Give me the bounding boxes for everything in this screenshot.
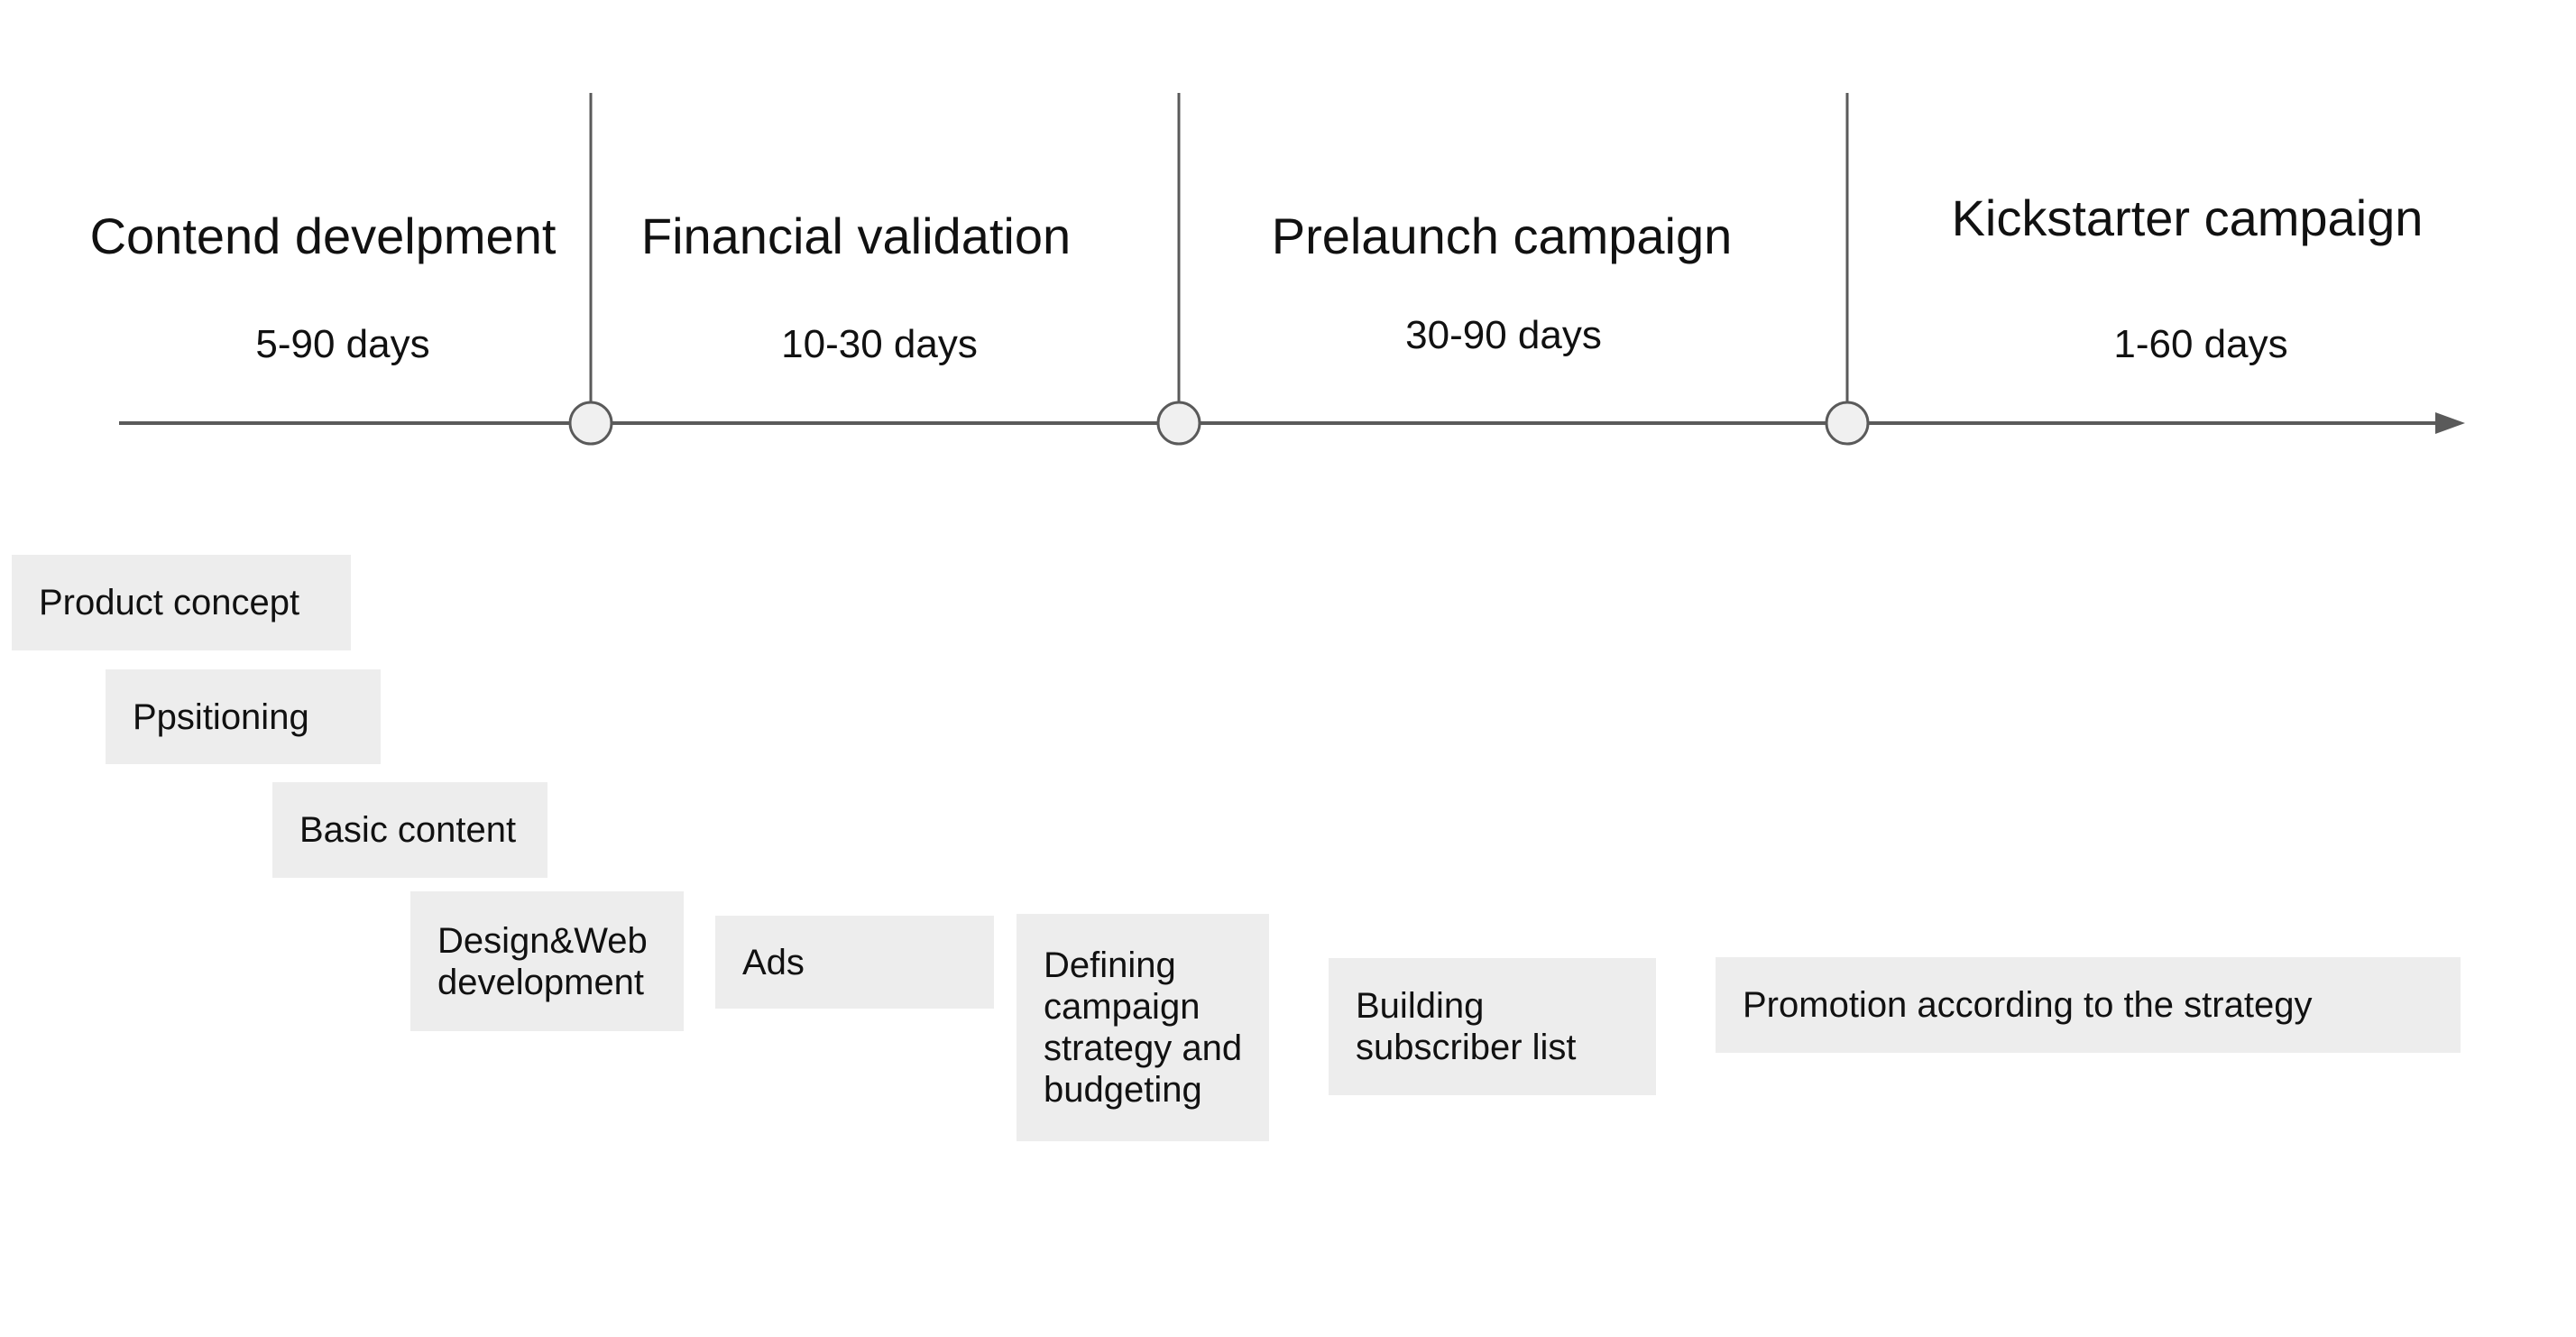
task-box-defining-campaign-strategy: Defining campaign strategy and budgeting xyxy=(1017,914,1269,1141)
task-box-design-web-development: Design&Web development xyxy=(410,891,684,1031)
phase-duration-financial-validation: 10-30 days xyxy=(781,322,978,366)
milestone-circle xyxy=(568,401,613,446)
task-label: Defining campaign strategy and budgeting xyxy=(1044,945,1243,1110)
task-box-positioning: Ppsitioning xyxy=(106,669,381,764)
task-label: Basic content xyxy=(299,810,517,850)
phase-title-prelaunch-campaign: Prelaunch campaign xyxy=(1271,207,1733,264)
task-box-basic-content: Basic content xyxy=(272,782,547,878)
phase-duration-contend-development: 5-90 days xyxy=(255,322,430,366)
task-label: Product concept xyxy=(39,583,300,622)
phase-title-kickstarter-campaign: Kickstarter campaign xyxy=(1951,189,2424,246)
milestone-circle xyxy=(1825,401,1870,446)
task-box-ads: Ads xyxy=(715,916,994,1009)
phase-title-contend-development: Contend develpment xyxy=(89,207,557,264)
milestone-circle xyxy=(1156,401,1201,446)
task-label: Building subscriber list xyxy=(1356,986,1577,1067)
task-label: Ppsitioning xyxy=(133,696,309,737)
phase-title-financial-validation: Financial validation xyxy=(640,207,1072,264)
task-label: Ads xyxy=(742,942,805,982)
task-box-product-concept: Product concept xyxy=(12,555,351,650)
axis-arrowhead-icon xyxy=(2435,412,2465,434)
phase-duration-kickstarter-campaign: 1-60 days xyxy=(2113,322,2288,366)
task-box-building-subscriber-list: Building subscriber list xyxy=(1329,958,1656,1095)
task-label: Design&Web development xyxy=(437,920,648,1002)
task-label: Promotion according to the strategy xyxy=(1743,985,2313,1025)
task-box-promotion-strategy: Promotion according to the strategy xyxy=(1716,957,2461,1053)
phase-duration-prelaunch-campaign: 30-90 days xyxy=(1405,313,1602,357)
